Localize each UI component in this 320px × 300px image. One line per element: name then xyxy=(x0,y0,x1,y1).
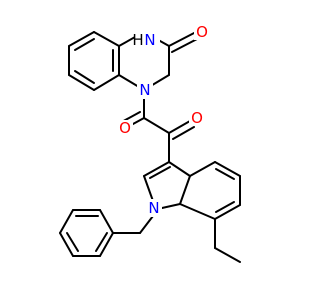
bond xyxy=(179,175,191,205)
nh-hydrogen-label: H xyxy=(132,31,143,49)
bond xyxy=(143,175,154,202)
bond xyxy=(68,74,95,91)
bond xyxy=(172,126,195,140)
bond xyxy=(215,168,235,180)
bond xyxy=(143,117,170,134)
bond xyxy=(74,70,95,84)
oxalyl-right-oxygen-label: O xyxy=(191,109,203,127)
bonds xyxy=(59,31,241,263)
bond xyxy=(93,31,120,47)
bond xyxy=(74,38,95,51)
bond xyxy=(214,161,241,177)
bond xyxy=(95,232,108,252)
molecule-structure: H N O N O O N xyxy=(59,23,241,263)
bond xyxy=(189,161,216,177)
bond xyxy=(139,215,154,234)
bond xyxy=(171,37,200,53)
bond xyxy=(214,204,241,220)
oxalyl-left-oxygen-label: O xyxy=(119,119,131,137)
nh-nitrogen-label: N xyxy=(144,31,155,49)
bond xyxy=(143,161,170,177)
bond xyxy=(68,31,95,47)
amide-nitrogen-label: N xyxy=(139,81,150,99)
bond xyxy=(149,166,171,179)
bond xyxy=(168,161,191,177)
bond xyxy=(168,31,197,47)
bond xyxy=(168,120,191,134)
bond xyxy=(59,209,74,234)
bond xyxy=(99,209,114,234)
molecule-canvas: H N O N O O N xyxy=(59,23,241,263)
bond xyxy=(179,203,216,220)
bond xyxy=(99,232,114,257)
lactam-oxygen-label: O xyxy=(196,23,208,41)
atom-labels: H N O N O O N xyxy=(117,23,210,217)
bond xyxy=(214,247,241,263)
bond xyxy=(161,203,181,209)
indole-nitrogen-label: N xyxy=(148,199,159,217)
bond xyxy=(93,74,120,91)
bond xyxy=(66,232,79,252)
bond xyxy=(59,232,74,257)
bond xyxy=(215,201,235,213)
